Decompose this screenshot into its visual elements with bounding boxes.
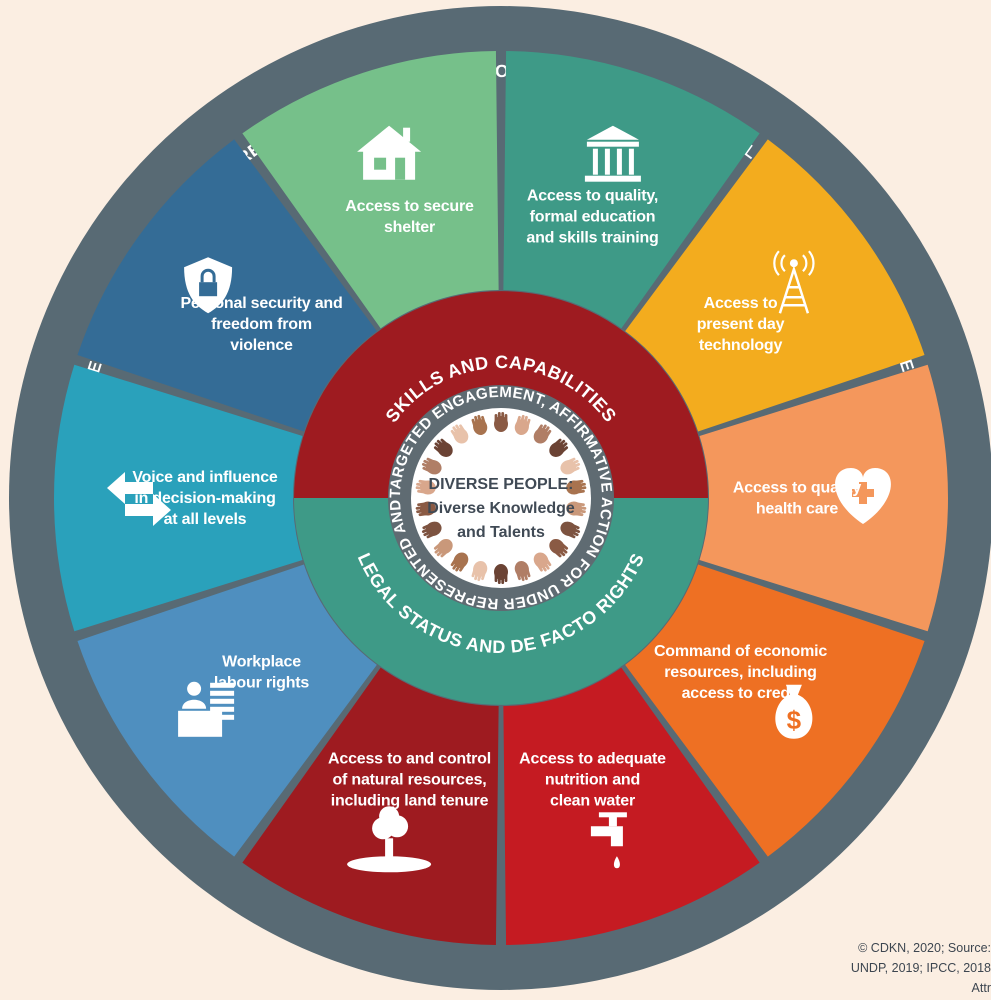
hand-shape bbox=[433, 539, 453, 558]
hand-shape bbox=[549, 539, 569, 558]
credit-line-1: © CDKN, 2020; Source: bbox=[858, 941, 991, 955]
credit-line-3: Attr bbox=[971, 981, 991, 995]
hand-shape bbox=[566, 479, 587, 495]
segment-2 bbox=[625, 139, 925, 432]
hand-shape bbox=[566, 501, 587, 517]
hand-shape bbox=[421, 457, 442, 475]
segment-6 bbox=[242, 667, 499, 945]
tree-icon bbox=[347, 806, 432, 873]
hand-shape bbox=[549, 438, 569, 457]
house-icon bbox=[357, 125, 422, 180]
money-bag-icon: $ bbox=[775, 684, 813, 739]
hand-shape bbox=[514, 414, 531, 435]
hand-shape bbox=[415, 501, 436, 517]
bank-icon bbox=[584, 125, 641, 182]
office-worker-icon bbox=[178, 681, 235, 737]
segment-3 bbox=[699, 364, 949, 632]
hand-shape bbox=[494, 412, 508, 432]
hand-shape bbox=[533, 552, 552, 572]
hand-shape bbox=[421, 521, 442, 539]
svg-text:$: $ bbox=[787, 705, 802, 735]
hand-shape bbox=[415, 479, 436, 495]
hand-shape bbox=[433, 438, 453, 457]
center-circle bbox=[411, 408, 591, 588]
hand-shape bbox=[494, 564, 508, 584]
exchange-arrows-icon bbox=[107, 472, 171, 526]
hand-shape bbox=[560, 457, 581, 475]
center-subtitle-line2: and Talents bbox=[457, 524, 545, 541]
hand-shape bbox=[514, 561, 531, 582]
shield-lock-icon bbox=[184, 257, 233, 314]
hand-shape bbox=[450, 552, 469, 572]
water-tap-icon bbox=[590, 812, 627, 869]
hands-ring bbox=[415, 412, 587, 584]
center-subtitle-line1: Diverse Knowledge bbox=[427, 500, 575, 517]
hand-shape bbox=[450, 424, 469, 444]
heart-plus-icon bbox=[835, 468, 891, 524]
hand-shape bbox=[471, 561, 488, 582]
radio-tower-icon bbox=[773, 250, 815, 314]
hand-shape bbox=[471, 414, 488, 435]
segment-8 bbox=[54, 364, 303, 632]
center-title: DIVERSE PEOPLE: bbox=[429, 476, 574, 493]
hand-shape bbox=[560, 521, 581, 539]
segment-4 bbox=[625, 564, 925, 857]
segment-5 bbox=[503, 667, 760, 945]
credit-line-2: UNDP, 2019; IPCC, 2018 bbox=[850, 961, 991, 975]
hand-shape bbox=[533, 424, 552, 444]
segment-10 bbox=[242, 51, 499, 329]
credit-text: © CDKN, 2020; Source: UNDP, 2019; IPCC, … bbox=[791, 938, 991, 998]
segment-1 bbox=[503, 51, 760, 329]
